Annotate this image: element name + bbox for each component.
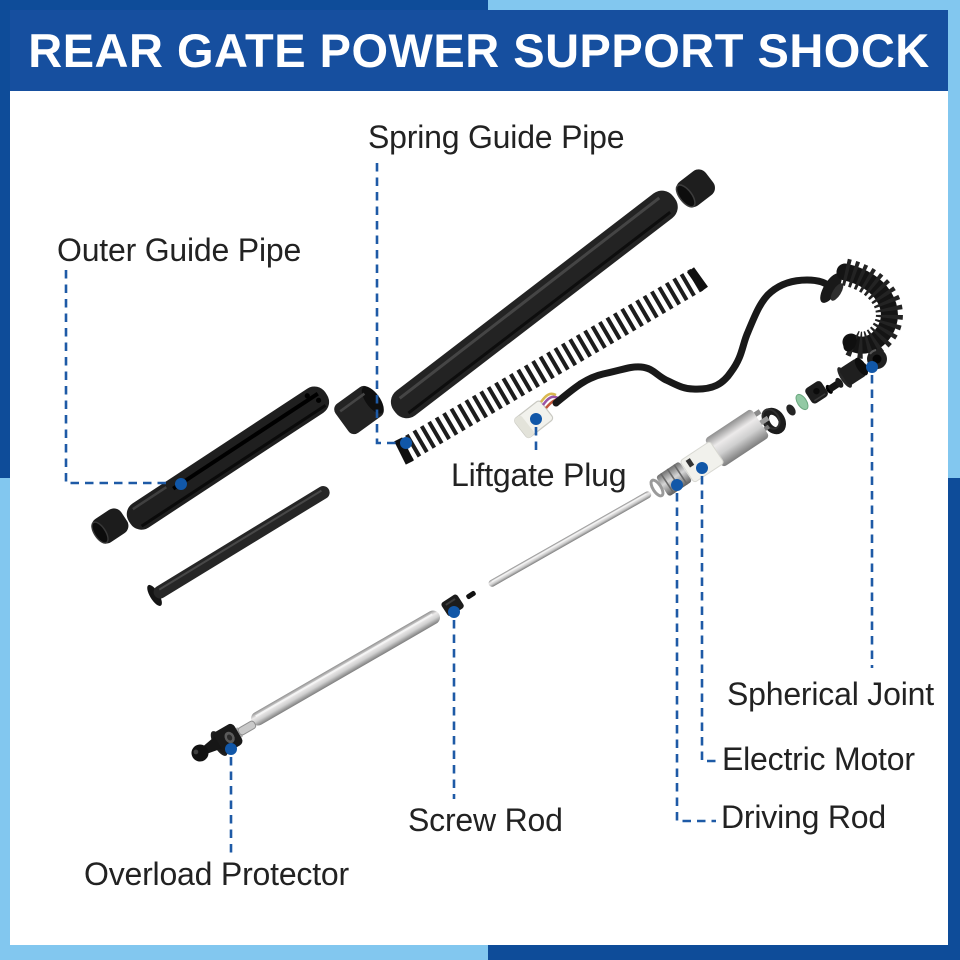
driving-rod-part	[488, 491, 652, 587]
screw-rod-part	[251, 610, 440, 726]
dot-electric-motor	[696, 462, 708, 474]
frame-left-top-dark	[0, 0, 10, 478]
leader-dots	[175, 361, 878, 755]
inner-tube-part	[147, 486, 330, 606]
wiring-cable-part	[552, 276, 835, 407]
label-outer-guide-pipe: Outer Guide Pipe	[57, 232, 302, 268]
label-driving-rod: Driving Rod	[721, 799, 886, 835]
spring-part	[394, 267, 708, 465]
label-liftgate-plug: Liftgate Plug	[451, 457, 627, 493]
leader-lines	[64, 163, 874, 853]
leader-driving-rod	[675, 493, 716, 823]
rod-key-part	[466, 590, 476, 600]
diagram-canvas	[10, 91, 948, 945]
leader-electric-motor	[700, 476, 717, 763]
label-spring-guide-pipe: Spring Guide Pipe	[368, 119, 625, 155]
dot-liftgate-plug	[530, 413, 542, 425]
title-banner: REAR GATE POWER SUPPORT SHOCK	[10, 10, 948, 91]
grommet-flange-part	[820, 273, 844, 303]
dot-driving-rod	[671, 479, 683, 491]
frame-right-bottom-dark	[948, 478, 960, 960]
connector-collar-part	[334, 385, 384, 435]
frame-top-left-dark	[0, 0, 488, 10]
small-disc-part	[786, 404, 796, 416]
green-washer-part	[795, 393, 809, 411]
bracket-clip-part	[805, 381, 828, 404]
page-title: REAR GATE POWER SUPPORT SHOCK	[28, 24, 930, 77]
dot-spherical-joint	[866, 361, 878, 373]
rivet-pin-part	[825, 377, 844, 394]
leader-spring-guide-pipe	[375, 163, 396, 445]
label-electric-motor: Electric Motor	[722, 741, 915, 777]
label-overload-protector: Overload Protector	[84, 856, 349, 892]
dot-spring-guide-pipe	[400, 437, 412, 449]
leader-outer-guide-pipe	[64, 270, 170, 485]
spring-guide-pipe-part	[390, 169, 715, 419]
outer-guide-pipe-part	[91, 386, 330, 544]
electric-motor-part	[649, 409, 771, 498]
bellows-part	[836, 258, 903, 359]
cup-nut-part	[837, 357, 869, 388]
dot-screw-rod	[448, 606, 460, 618]
label-screw-rod: Screw Rod	[408, 802, 563, 838]
frame-bottom-right-dark	[488, 945, 960, 960]
label-spherical-joint: Spherical Joint	[727, 676, 934, 712]
ball-stud-part	[191, 736, 222, 762]
dot-outer-guide-pipe	[175, 478, 187, 490]
dot-overload-protector	[225, 743, 237, 755]
